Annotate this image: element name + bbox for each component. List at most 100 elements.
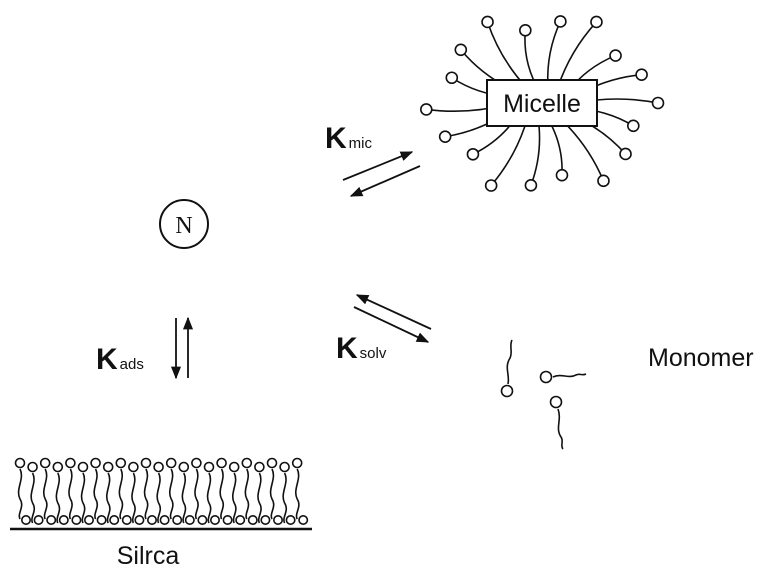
kads-equilibrium-arrows bbox=[170, 316, 194, 380]
adsorbed-surfactant-head bbox=[272, 514, 283, 525]
surfactant-head bbox=[627, 119, 640, 133]
adsorbed-surfactant-head bbox=[52, 461, 64, 473]
kmic-sub: mic bbox=[349, 135, 373, 152]
kads-main: K bbox=[96, 343, 118, 376]
surfactant-head bbox=[466, 147, 480, 161]
adsorbed-surfactant-tail bbox=[244, 468, 250, 520]
adsorbed-surfactant-head bbox=[285, 514, 296, 525]
silica-label: Silrca bbox=[117, 542, 180, 570]
surfactant-tail bbox=[490, 118, 528, 187]
surfactant-head bbox=[438, 130, 452, 143]
adsorbed-surfactant-tail bbox=[42, 468, 48, 520]
silica-adsorbed-surfactant bbox=[14, 457, 309, 525]
silica-surface bbox=[10, 457, 312, 531]
adsorbed-surfactant-head bbox=[77, 461, 89, 473]
micelle-box bbox=[486, 79, 598, 127]
adsorbed-surfactant-head bbox=[27, 461, 38, 473]
ksolv-main: K bbox=[336, 332, 358, 365]
adsorbed-surfactant-head bbox=[14, 457, 26, 469]
monomer-label: Monomer bbox=[648, 344, 754, 372]
adsorbed-surfactant-tail bbox=[118, 468, 124, 520]
adsorbed-surfactant-head bbox=[58, 514, 69, 525]
surfactant-head bbox=[445, 71, 459, 85]
adsorbed-surfactant-head bbox=[115, 457, 127, 469]
adsorbed-surfactant-head bbox=[140, 457, 152, 469]
monomer-group bbox=[500, 339, 587, 450]
ksolv-sub: solv bbox=[360, 345, 387, 362]
adsorbed-surfactant-tail bbox=[231, 472, 237, 524]
ksolv-equilibrium-arrows bbox=[353, 294, 432, 343]
adsorbed-surfactant-head bbox=[128, 461, 139, 473]
solute-n-label: N bbox=[175, 213, 192, 239]
adsorbed-surfactant-tail bbox=[68, 468, 73, 520]
adsorbed-surfactant-head bbox=[191, 457, 202, 469]
adsorbed-surfactant-tail bbox=[294, 468, 300, 520]
adsorbed-surfactant-head bbox=[153, 461, 164, 473]
adsorbed-surfactant-tail bbox=[181, 472, 187, 524]
kads-sub: ads bbox=[120, 356, 144, 373]
adsorbed-surfactant-head bbox=[65, 457, 76, 469]
surfactant-head bbox=[484, 179, 498, 192]
adsorbed-surfactant-tail bbox=[93, 468, 99, 520]
adsorbed-surfactant-head bbox=[279, 461, 290, 473]
adsorbed-surfactant-tail bbox=[168, 468, 174, 520]
adsorbed-surfactant-head bbox=[184, 514, 195, 525]
adsorbed-surfactant-head bbox=[109, 514, 120, 525]
micelle: Micelle bbox=[419, 15, 665, 192]
surfactant-tail bbox=[546, 21, 562, 86]
surfactant-head bbox=[619, 147, 632, 161]
surfactant-tail bbox=[557, 21, 598, 88]
adsorbed-surfactant-head bbox=[298, 514, 309, 525]
surfactant-head bbox=[597, 174, 610, 188]
adsorbed-surfactant-head bbox=[241, 457, 253, 469]
surfactant-head bbox=[454, 43, 468, 57]
adsorbed-surfactant-head bbox=[147, 514, 158, 525]
surfactant-head bbox=[590, 15, 603, 29]
adsorbed-surfactant-head bbox=[71, 514, 82, 525]
surfactant-tail bbox=[548, 120, 563, 176]
adsorbed-surfactant-tail bbox=[143, 468, 149, 520]
adsorbed-surfactant-head bbox=[20, 514, 31, 525]
adsorbed-surfactant-head bbox=[216, 457, 227, 469]
adsorbed-surfactant-tail bbox=[30, 472, 36, 524]
adsorbed-surfactant-tail bbox=[55, 472, 61, 524]
adsorbed-surfactant-head bbox=[90, 457, 101, 469]
adsorbed-surfactant-tail bbox=[282, 472, 288, 524]
kmic-equilibrium-arrows bbox=[342, 151, 421, 197]
adsorbed-surfactant-head bbox=[39, 457, 51, 469]
surfactant-head bbox=[519, 24, 532, 37]
adsorbed-surfactant-tail bbox=[105, 472, 111, 524]
adsorbed-surfactant-head bbox=[134, 514, 145, 525]
adsorbed-surfactant-head bbox=[102, 461, 114, 473]
adsorbed-surfactant-head bbox=[159, 514, 170, 525]
adsorbed-surfactant-head bbox=[203, 461, 215, 473]
adsorbed-surfactant-head bbox=[228, 461, 240, 473]
adsorbed-surfactant-tail bbox=[194, 468, 199, 520]
adsorbed-surfactant-tail bbox=[80, 472, 86, 524]
adsorbed-surfactant-tail bbox=[206, 472, 212, 524]
surfactant-head bbox=[555, 168, 569, 182]
adsorbed-surfactant-tail bbox=[17, 468, 23, 520]
adsorbed-surfactant-tail bbox=[269, 468, 275, 520]
adsorbed-surfactant-head bbox=[260, 514, 271, 525]
adsorbed-surfactant-head bbox=[172, 514, 183, 525]
surfactant-head bbox=[524, 179, 538, 192]
adsorbed-surfactant-head bbox=[222, 514, 233, 525]
adsorbed-surfactant-head bbox=[178, 461, 190, 473]
surfactant-head bbox=[554, 15, 567, 28]
kmic-main: K bbox=[325, 122, 347, 155]
adsorbed-surfactant-head bbox=[96, 514, 107, 525]
micelle-label: Micelle bbox=[503, 90, 581, 118]
adsorbed-surfactant-tail bbox=[131, 472, 136, 524]
surfactant-head bbox=[481, 15, 494, 29]
adsorbed-surfactant-head bbox=[46, 514, 57, 525]
adsorbed-surfactant-tail bbox=[156, 472, 162, 524]
surfactant-head bbox=[651, 96, 665, 110]
adsorbed-surfactant-tail bbox=[219, 468, 225, 520]
adsorbed-surfactant-tail bbox=[257, 472, 262, 524]
adsorbed-surfactant-head bbox=[165, 457, 177, 469]
